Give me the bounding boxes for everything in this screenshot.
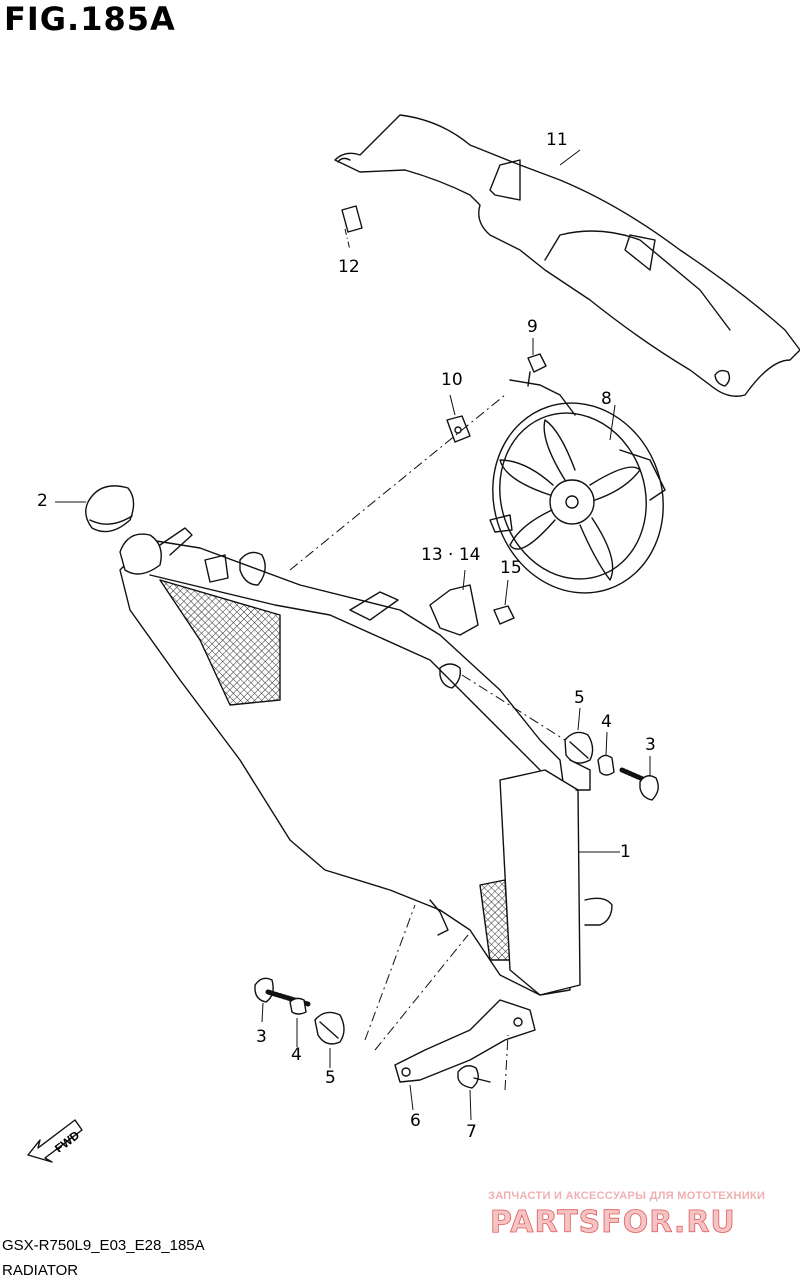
lower-bracket-part-6[interactable] (394, 999, 536, 1083)
callout-3-right[interactable]: 3 (645, 735, 656, 755)
grommet-part-5-right[interactable] (564, 731, 594, 764)
callout-5-right[interactable]: 5 (574, 688, 585, 708)
clip-part-12[interactable] (341, 205, 363, 233)
figure-name: RADIATOR (2, 1262, 79, 1279)
callout-9[interactable]: 9 (527, 317, 538, 337)
bolt-part-3-right[interactable] (619, 767, 659, 801)
cooling-fan-part-8[interactable] (468, 379, 687, 615)
collar-part-4-left[interactable] (289, 997, 307, 1015)
callout-4-left[interactable]: 4 (291, 1045, 302, 1065)
callout-11[interactable]: 11 (546, 130, 568, 150)
callout-12[interactable]: 12 (338, 257, 360, 277)
fwd-arrow-icon (27, 1119, 83, 1163)
svg-text:FWD: FWD (52, 1128, 82, 1152)
figure-title: FIG.185A (4, 0, 176, 38)
callout-13-14[interactable]: 13 · 14 (421, 545, 481, 565)
figure-code: GSX-R750L9_E03_E28_185A (2, 1237, 205, 1254)
grommet-part-5-left[interactable] (314, 1011, 345, 1045)
watermark-tagline: ЗАПЧАСТИ И АКСЕССУАРЫ ДЛЯ МОТОТЕХНИКИ (488, 1190, 766, 1202)
callout-10[interactable]: 10 (441, 370, 463, 390)
callout-6[interactable]: 6 (410, 1111, 421, 1131)
callout-4-right[interactable]: 4 (601, 712, 612, 732)
collar-part-4-right[interactable] (597, 754, 615, 776)
radiator-cap-part-2[interactable] (85, 485, 135, 533)
bracket-part-13-14[interactable] (429, 584, 479, 636)
watermark-logo: PARTSFOR.RU (490, 1205, 736, 1240)
callout-2[interactable]: 2 (37, 491, 48, 511)
shroud-cover-part-11[interactable] (334, 114, 800, 397)
callout-8[interactable]: 8 (601, 389, 612, 409)
callout-15[interactable]: 15 (500, 558, 522, 578)
bolt-part-15[interactable] (493, 605, 515, 625)
callout-5-left[interactable]: 5 (325, 1068, 336, 1088)
bolt-part-7[interactable] (457, 1065, 491, 1089)
callout-1[interactable]: 1 (620, 842, 631, 862)
nut-clip-part-10[interactable] (446, 415, 471, 443)
bolt-part-9[interactable] (527, 353, 547, 387)
callout-3-left[interactable]: 3 (256, 1027, 267, 1047)
callout-7[interactable]: 7 (466, 1122, 477, 1142)
fwd-label: FWD (52, 1128, 82, 1152)
leader-lines (55, 149, 651, 1121)
radiator-part-1[interactable] (119, 527, 613, 996)
svg-text:PARTSFOR.RU: PARTSFOR.RU (490, 1205, 736, 1240)
